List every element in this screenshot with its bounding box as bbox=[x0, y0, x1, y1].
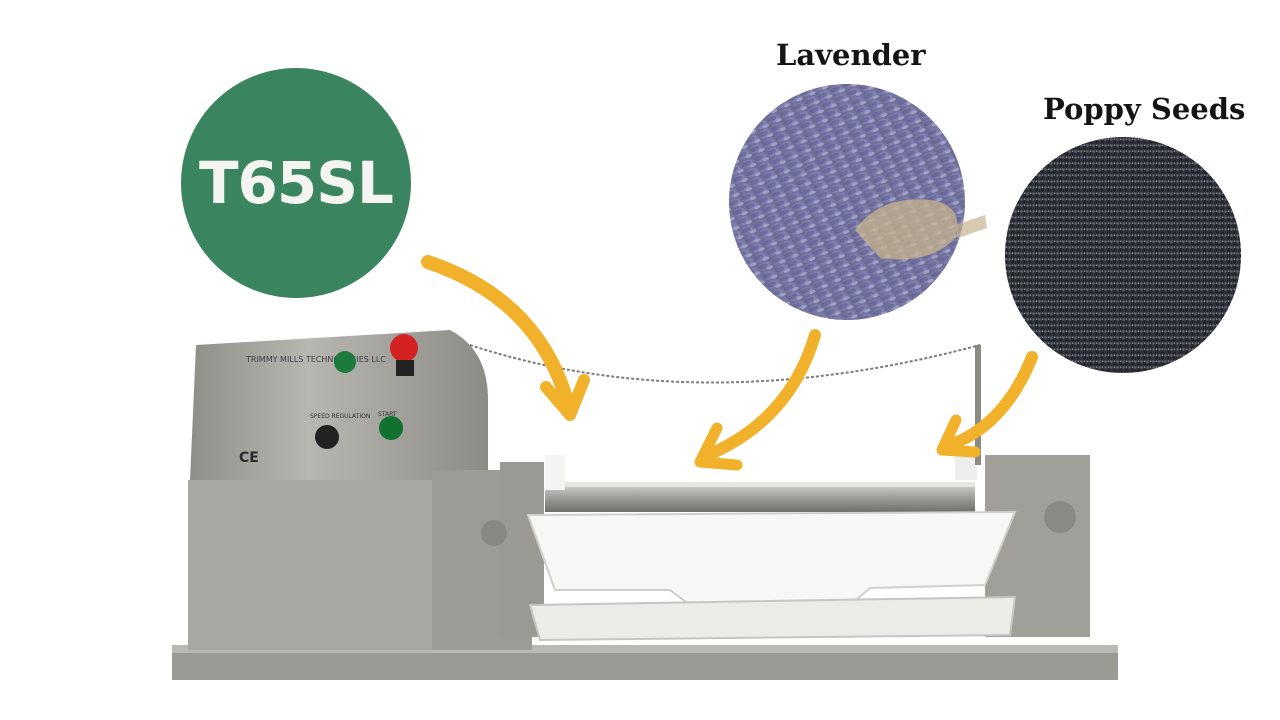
ce-mark-icon: CE bbox=[239, 450, 259, 466]
speed-label: SPEED REGULATION bbox=[310, 413, 370, 420]
model-badge: T65SL bbox=[181, 68, 411, 298]
safety-chain bbox=[469, 344, 981, 384]
feed-tray bbox=[526, 510, 1017, 606]
arrow-lavender bbox=[702, 329, 821, 461]
brand-text: TRIMMY MILLS TECHNOLOGIES LLC bbox=[245, 355, 386, 364]
lavender-photo bbox=[729, 84, 987, 320]
control-box: TRIMMY MILLS TECHNOLOGIES LLC SPEED REGU… bbox=[188, 330, 532, 650]
emergency-stop-icon bbox=[390, 334, 418, 362]
machine-base bbox=[172, 650, 1118, 680]
lavender-label: Lavender bbox=[776, 38, 926, 72]
arrow-model bbox=[421, 255, 575, 412]
start-label: START bbox=[378, 411, 397, 418]
power-switch-icon bbox=[334, 351, 356, 373]
collection-tray bbox=[528, 595, 1017, 642]
poppy-seeds-label: Poppy Seeds bbox=[1043, 92, 1246, 126]
start-button-icon bbox=[379, 416, 403, 440]
wooden-spoon-icon bbox=[855, 199, 958, 260]
model-name: T65SL bbox=[198, 149, 394, 217]
poppy-seeds-photo bbox=[1005, 137, 1241, 373]
speed-knob-icon bbox=[315, 425, 339, 449]
arrow-poppy bbox=[944, 351, 1038, 451]
